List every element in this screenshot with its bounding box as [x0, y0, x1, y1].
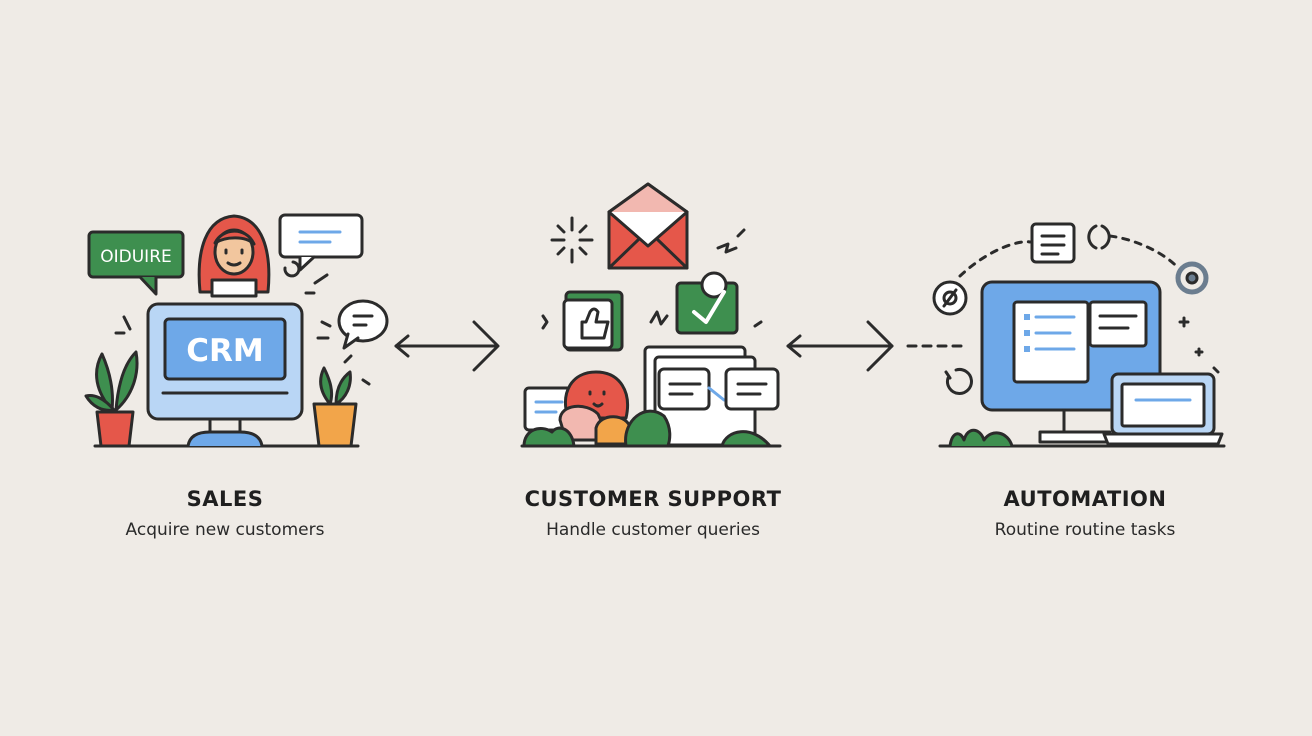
envelope-icon [607, 182, 689, 270]
customer-support-subtitle: Handle customer queries [546, 520, 760, 540]
workflow-orbit [958, 234, 1180, 278]
document-icon [1030, 222, 1076, 264]
customer-support-illustration [520, 182, 782, 448]
person-avatar-icon [197, 214, 271, 298]
sales-subtitle: Acquire new customers [125, 520, 325, 540]
customer-support-caption: CUSTOMER SUPPORT Handle customer queries [493, 487, 813, 540]
laptop-icon [1102, 372, 1224, 446]
chat-bubble-icon [278, 213, 364, 272]
sign-bubble-icon: OIDUIRE [87, 230, 185, 296]
grass-icon [948, 428, 1014, 448]
sync-icon [1087, 224, 1111, 250]
plant-icon [312, 366, 358, 448]
bidirectional-arrow-icon [394, 320, 500, 372]
customer-support-title: CUSTOMER SUPPORT [524, 487, 782, 511]
automation-title: AUTOMATION [1003, 487, 1167, 511]
support-agent-avatar-icon [558, 370, 632, 446]
bush-icon [522, 426, 576, 448]
automation-illustration [932, 222, 1226, 448]
chat-card-icon [724, 367, 780, 411]
sign-bubble-text: OIDUIRE [100, 247, 172, 267]
gear-icon [932, 280, 968, 316]
bush-icon [624, 409, 672, 448]
bush-icon [720, 430, 772, 448]
gear-icon [1175, 261, 1209, 295]
speech-bubble-icon [337, 299, 389, 350]
checkmark-icon [675, 271, 739, 335]
sales-caption: SALES Acquire new customers [95, 487, 355, 540]
bidirectional-arrow-icon [786, 320, 894, 372]
plant-icon [84, 350, 139, 448]
refresh-icon [944, 368, 973, 395]
chat-card-icon [657, 367, 726, 411]
automation-caption: AUTOMATION Routine routine tasks [955, 487, 1215, 540]
sparkle-icon [550, 216, 594, 264]
crm-screen-text: CRM [186, 333, 263, 369]
sales-illustration: OIDUIRE [84, 213, 389, 448]
thumbs-up-icon [562, 290, 624, 352]
automation-subtitle: Routine routine tasks [994, 520, 1176, 540]
crm-monitor-icon: CRM [146, 302, 304, 448]
sales-title: SALES [186, 487, 264, 511]
